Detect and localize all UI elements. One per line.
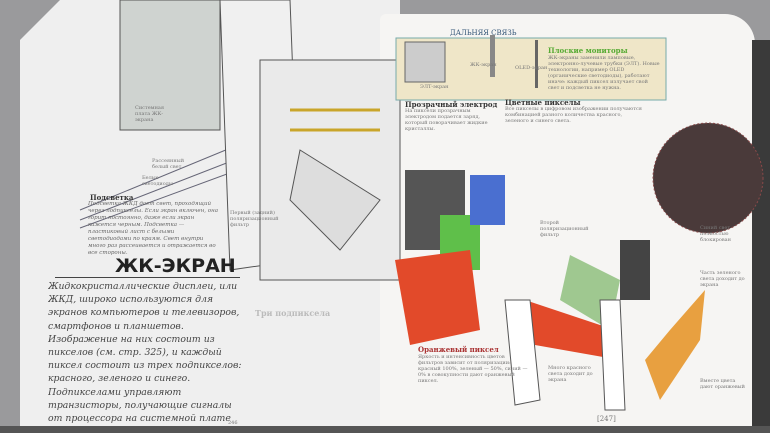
box-label: OLED-экран (515, 65, 548, 71)
label: Системная плата ЖК-экрана (135, 105, 165, 123)
backlight-text: Подсветка ЖКД дает свет, проходящий чере… (88, 201, 218, 256)
box-label: ЭЛТ-экран (420, 84, 449, 90)
label: Рассеянный белый свет (152, 158, 185, 170)
label: Часть зеленого света доходит до экрана (700, 270, 745, 288)
page-title: ЖК-ЭКРАН (115, 255, 236, 277)
page-number: 246 (228, 420, 238, 426)
pixels-text: Все пикселы в цифровом изображении получ… (505, 106, 642, 124)
pixels-heading: Цветные пикселы (505, 98, 581, 107)
red-filter (395, 250, 480, 345)
orange-pixel (645, 290, 705, 400)
color-filters (395, 170, 705, 411)
table-surface (0, 426, 770, 433)
box-label: ЖК-экран (470, 62, 497, 68)
main-text: Жидкокристаллические дисплеи, или ЖКД, ш… (48, 281, 242, 425)
book-edge (752, 40, 770, 426)
blue-filter (470, 175, 505, 225)
label: Первый (задний) поляризационный фильтр (230, 210, 279, 228)
pixel-magnifier (653, 123, 763, 233)
orange-text: Яркость и интенсивность цветов фильтров … (418, 354, 528, 384)
orange-heading: Оранжевый пиксел (418, 345, 499, 354)
box-text: ЖК-экраны заменили ламповые, электронно-… (548, 55, 660, 91)
subheading: Три подпиксела (255, 308, 331, 318)
running-head: ДАЛЬНЯЯ СВЯЗЬ (450, 29, 517, 37)
electrode-text: На пиксели прозрачным электродом подаетс… (405, 108, 488, 132)
label: Белые светодиоды (142, 175, 173, 187)
electrode-heading: Прозрачный электрод (405, 100, 498, 109)
box-heading: Плоские мониторы (548, 46, 628, 55)
label: Много красного света доходит до экрана (548, 365, 593, 383)
page-number: [247] (597, 415, 616, 423)
title-rule (55, 277, 240, 278)
lcd-illustration (79, 0, 401, 281)
label: Второй поляризационный фильтр (540, 220, 589, 238)
label: Вместе цвета дают оранжевый (700, 378, 745, 390)
label: Синий свет полностью блокирован (700, 225, 731, 243)
backlight-heading: Подсветка (90, 193, 134, 202)
